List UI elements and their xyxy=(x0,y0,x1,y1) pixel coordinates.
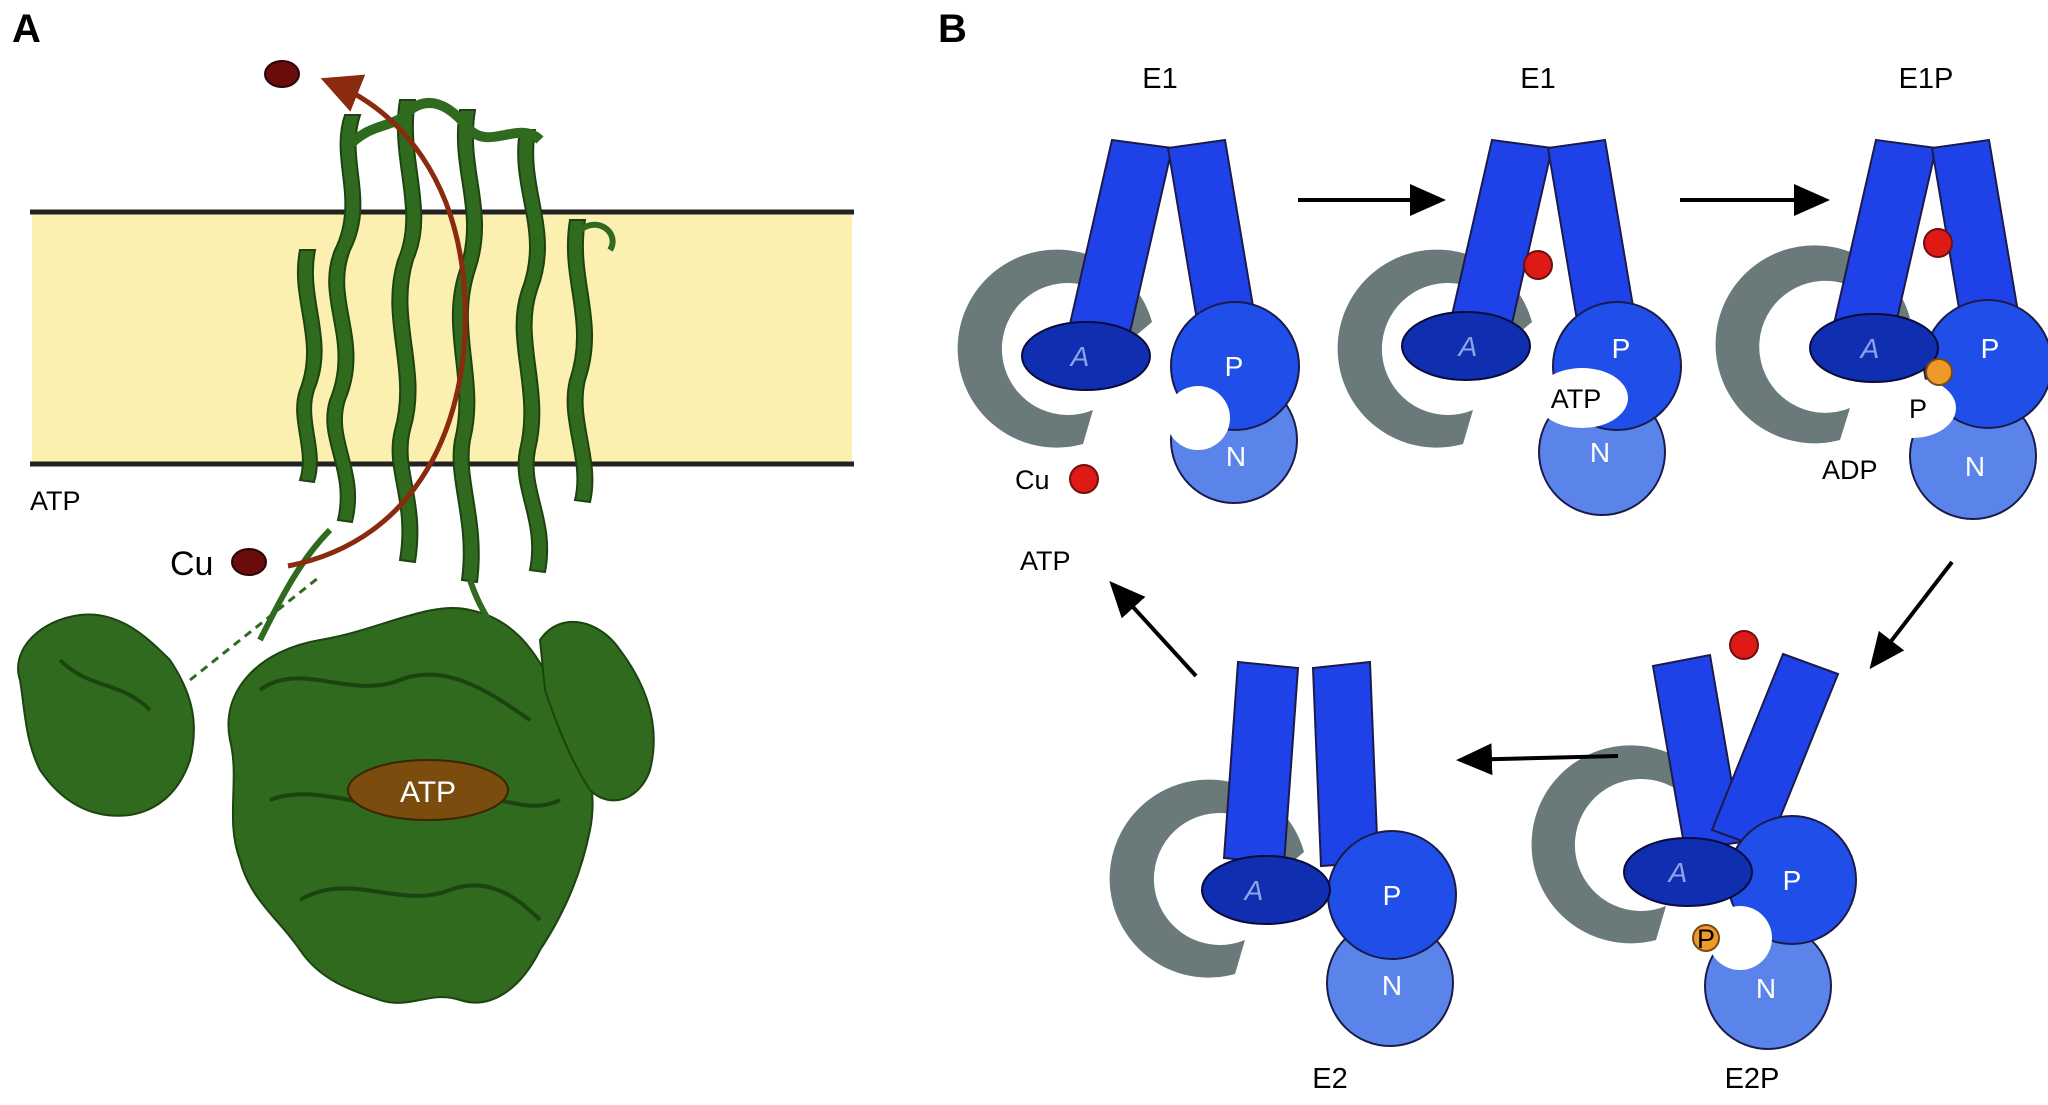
state-e2p: E2P A P N P xyxy=(1531,630,1857,1095)
bound-copper-ion xyxy=(231,548,267,576)
c-shape-icon xyxy=(957,249,1152,448)
cu-label: Cu xyxy=(170,545,213,583)
domain-strands-3 xyxy=(298,883,542,922)
atp-site-label: ATP xyxy=(400,776,456,809)
atp-bound-pocket xyxy=(1536,368,1628,428)
panel-a-letter: A xyxy=(12,7,41,51)
state-e1p-label: E1P xyxy=(1899,63,1954,95)
a-domain-label: A xyxy=(1859,333,1880,364)
transmembrane-rod-left xyxy=(1068,138,1174,334)
n-domain-label: N xyxy=(1382,970,1402,1001)
phosphate-group xyxy=(1925,358,1953,386)
lipid-membrane xyxy=(30,209,854,467)
c-shape-icon xyxy=(1531,745,1726,944)
adp-release-pocket xyxy=(1868,378,1956,438)
a-domain-label: A xyxy=(1667,857,1688,888)
protein-cytoplasmic-domains xyxy=(17,527,655,1004)
helix-4 xyxy=(515,129,549,574)
atp-release-label: ATP xyxy=(1020,546,1071,576)
state-e1p: E1P A P N P ADP xyxy=(1715,63,2048,520)
state-e1-unbound: E1 A P N Cu xyxy=(957,63,1300,504)
state-e2-label: E2 xyxy=(1312,1063,1347,1095)
phospho-label: P xyxy=(1697,924,1715,954)
copper-transport-arrow xyxy=(287,74,468,569)
p-domain-label: P xyxy=(1981,333,2000,364)
arrow-e2p-to-e2 xyxy=(1456,743,1619,776)
state-e1-cu-label: E1 xyxy=(1520,63,1555,95)
stalk-right xyxy=(467,579,503,642)
n-domain-label: N xyxy=(1590,437,1610,468)
membrane-bilayer xyxy=(32,212,852,464)
membrane-label: ATP xyxy=(30,486,81,516)
a-domain xyxy=(1401,311,1531,381)
n-domain-label: N xyxy=(1965,451,1985,482)
mbd-strands xyxy=(58,658,152,712)
c-shape-icon xyxy=(1109,779,1304,978)
atp-label: ATP xyxy=(1551,384,1602,414)
released-copper-ion xyxy=(1729,630,1759,660)
state-e1-label: E1 xyxy=(1142,63,1177,95)
a-domain xyxy=(1201,855,1331,925)
actuator-domain xyxy=(538,621,655,802)
cu-ion-label: Cu xyxy=(1015,465,1050,495)
p-domain-label: P xyxy=(1383,880,1402,911)
n-domain-label: N xyxy=(1226,441,1246,472)
phospho-label: P xyxy=(1909,394,1927,424)
stalk-left xyxy=(257,527,333,642)
helix-1 xyxy=(326,114,362,524)
state-e1-cu-bound: E1 A P N ATP xyxy=(1337,63,1682,516)
atp-binding-site xyxy=(347,759,509,821)
panel-b: B E1 A P N Cu E1 A xyxy=(938,7,2048,1095)
copper-ion xyxy=(1523,250,1553,280)
n-domain-label: N xyxy=(1756,973,1776,1004)
copper-ion xyxy=(1923,228,1953,258)
empty-pocket xyxy=(1708,906,1772,970)
adp-label: ADP xyxy=(1822,455,1878,485)
phosphate-group xyxy=(1692,924,1720,952)
state-e2: E2 A P N xyxy=(1109,660,1457,1095)
transmembrane-rod-left xyxy=(1832,138,1938,334)
state-e2p-label: E2P xyxy=(1725,1063,1780,1095)
c-shape-icon xyxy=(1715,245,1910,444)
transmembrane-rod-left xyxy=(1222,660,1300,866)
loop-top xyxy=(341,97,544,154)
released-copper-ion xyxy=(264,60,300,88)
helix-6 xyxy=(566,219,594,504)
domain-strands xyxy=(258,672,532,722)
a-domain xyxy=(1623,837,1753,907)
a-domain-label: A xyxy=(1457,331,1478,362)
copper-ion xyxy=(1069,464,1099,494)
panel-b-letter: B xyxy=(938,7,967,51)
loop-side xyxy=(578,221,616,252)
metal-binding-domain xyxy=(17,613,195,817)
panel-a: A ATP xyxy=(12,7,854,1004)
helix-5 xyxy=(296,249,323,484)
arrow-e1p-to-e2p xyxy=(1869,560,1954,670)
transmembrane-rod-left xyxy=(1448,138,1554,334)
p-domain-label: P xyxy=(1612,333,1631,364)
p-domain-label: P xyxy=(1225,351,1244,382)
a-domain xyxy=(1021,321,1151,391)
protein-transmembrane-helices xyxy=(296,97,616,584)
a-domain xyxy=(1809,313,1939,383)
helix-2 xyxy=(391,99,423,564)
a-domain-label: A xyxy=(1069,341,1090,372)
helix-3 xyxy=(451,109,483,584)
arrow-e2-to-e1 xyxy=(1109,581,1198,678)
a-domain-label: A xyxy=(1243,875,1264,906)
nucleotide-pocket xyxy=(1166,386,1230,450)
p-domain-label: P xyxy=(1783,865,1802,896)
c-shape-icon xyxy=(1337,249,1532,448)
